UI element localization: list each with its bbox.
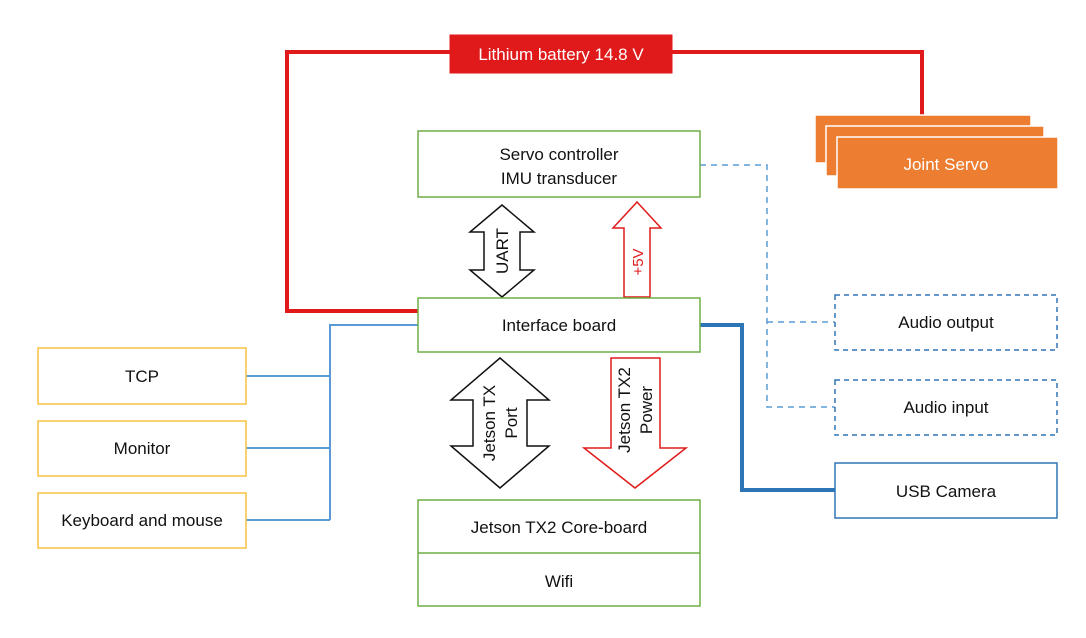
interface-board-label: Interface board [502, 316, 616, 335]
tcp-label: TCP [125, 367, 159, 386]
power-wiring [285, 50, 924, 313]
uart-arrow: UART [467, 204, 537, 298]
audio-output-label: Audio output [898, 313, 994, 332]
peripheral-wiring [246, 324, 418, 521]
plus5v-label: +5V [630, 248, 647, 275]
usb-camera-label: USB Camera [896, 482, 997, 501]
interface-board-node: Interface board [417, 297, 701, 353]
interface-to-hub-wire [329, 324, 418, 520]
jetson-power-label-line1: Jetson TX2 [615, 367, 634, 453]
joint-servo-label: Joint Servo [903, 155, 988, 174]
jetson-port-label-line1: Jetson TX [480, 385, 499, 461]
battery-to-interface-wire [285, 50, 450, 313]
keyboard-mouse-node: Keyboard and mouse [37, 492, 247, 549]
audio-input-label: Audio input [903, 398, 988, 417]
uart-label: UART [493, 228, 512, 274]
servo-controller-to-audio-wire [700, 164, 835, 408]
jetson-power-label-line2: Power [637, 386, 656, 435]
jetson-power-arrow: Jetson TX2 Power [581, 357, 689, 489]
plus5v-arrow: +5V [611, 200, 663, 298]
joint-servo-node: Joint Servo [814, 114, 1059, 190]
keyboard-mouse-label: Keyboard and mouse [61, 511, 223, 530]
audio-wiring [700, 164, 835, 408]
tcp-node: TCP [37, 347, 247, 405]
core-board-node: Jetson TX2 Core-board Wifi [417, 499, 701, 607]
battery-label: Lithium battery 14.8 V [478, 45, 644, 64]
battery-node: Lithium battery 14.8 V [449, 34, 673, 74]
wifi-label: Wifi [545, 572, 573, 591]
usb-camera-wire [700, 323, 835, 492]
imu-transducer-label: IMU transducer [501, 169, 618, 188]
servo-controller-label: Servo controller [499, 145, 618, 164]
monitor-node: Monitor [37, 420, 247, 477]
monitor-label: Monitor [114, 439, 171, 458]
core-board-label: Jetson TX2 Core-board [471, 518, 647, 537]
servo-controller-node: Servo controller IMU transducer [417, 130, 701, 198]
jetson-port-arrow: Jetson TX Port [448, 357, 552, 489]
battery-to-servo-wire [672, 50, 924, 115]
usb-camera-node: USB Camera [834, 462, 1058, 519]
audio-output-node: Audio output [834, 294, 1058, 351]
audio-input-node: Audio input [834, 379, 1058, 436]
joint-servo-front-card [836, 136, 1059, 190]
jetson-port-label-line2: Port [502, 407, 521, 438]
